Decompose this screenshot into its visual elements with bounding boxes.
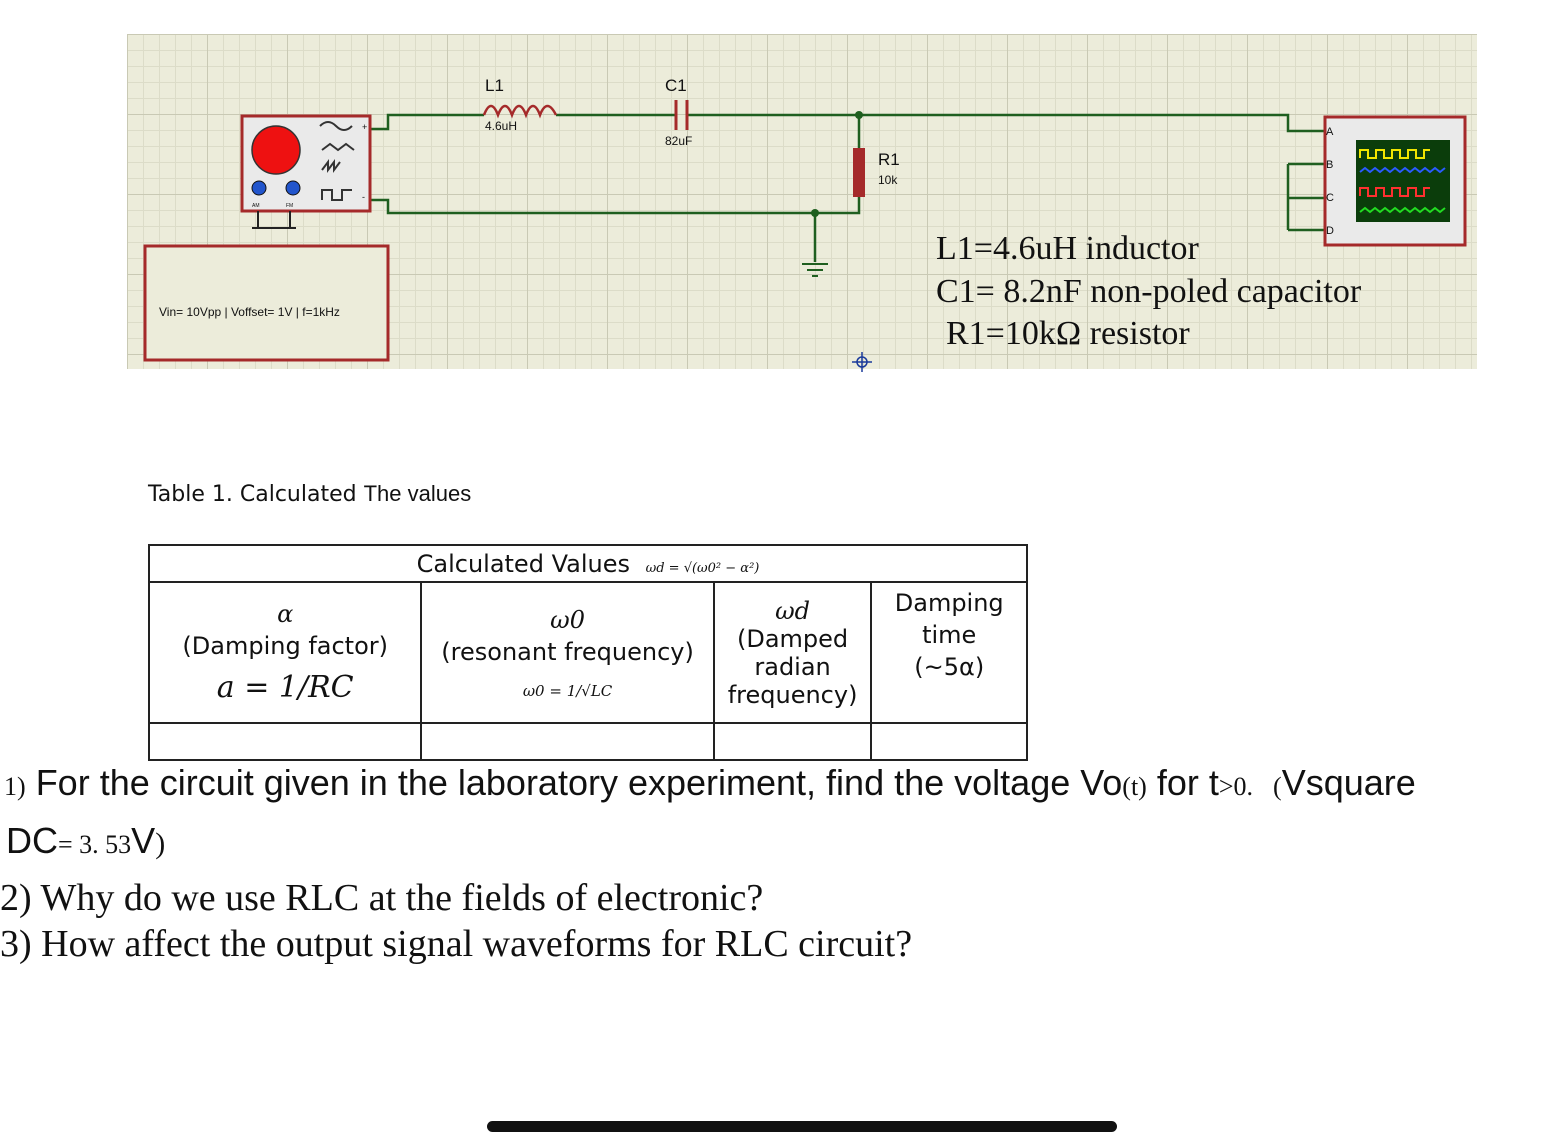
damping-line3: (~5α) [914, 653, 985, 681]
q1-t: (t) [1122, 772, 1147, 801]
l1-ref-label: L1 [485, 76, 504, 95]
note-inductor: L1=4.6uH inductor [936, 230, 1199, 267]
q1-gt: >0. [1218, 772, 1254, 801]
signal-generator[interactable] [240, 114, 372, 229]
q1-text-a: For the circuit given in the laboratory … [35, 762, 1123, 803]
channel-b-wave [1359, 166, 1446, 174]
schematic-drawing [143, 100, 1467, 372]
table-row [147, 722, 1028, 761]
waveform-selector-icon [319, 121, 355, 201]
column-damping-time: Damping time (~5α) [870, 581, 1028, 724]
q1-eq: = 3. 53 [58, 830, 132, 859]
resistor-symbol[interactable] [853, 148, 865, 197]
table-cell[interactable] [147, 722, 423, 761]
crosshair-icon [852, 352, 872, 372]
am-label: AM [252, 203, 260, 209]
alpha-name: (Damping factor) [182, 632, 388, 660]
scope-channel-c: C [1326, 192, 1334, 204]
damping-line2: time [922, 621, 977, 649]
omegad-line1: (Damped [736, 624, 849, 653]
table-caption: Table 1. Calculated The values [148, 481, 471, 507]
channel-d-wave [1359, 206, 1446, 214]
q1-close: ) [155, 827, 166, 860]
column-alpha: α (Damping factor) a = 1/RC [147, 581, 423, 724]
q1-text-b: for t [1146, 762, 1219, 803]
generator-params-text: Vin= 10Vpp | Voffset= 1V | f=1kHz [159, 305, 340, 319]
generator-minus-label: - [362, 192, 365, 202]
channel-a-wave [1359, 149, 1430, 159]
fm-knob-icon[interactable] [285, 180, 301, 196]
c1-ref-label: C1 [665, 76, 687, 95]
channel-c-wave [1359, 187, 1430, 197]
table-header-row: Calculated Values ωd = √(ω0² − α²) [148, 544, 1028, 583]
calculated-values-table: Calculated Values ωd = √(ω0² − α²) α (Da… [147, 544, 1028, 761]
q1-v: V [131, 820, 156, 861]
scope-channel-b: B [1326, 159, 1334, 171]
inductor-symbol[interactable] [482, 104, 558, 119]
generator-knob-icon[interactable] [251, 125, 301, 175]
table-cell[interactable] [870, 722, 1028, 761]
header-formula: ωd = √(ω0² − α²) [645, 560, 760, 576]
omega0-formula: ω0 = 1/√LC [522, 681, 613, 700]
omegad-symbol: ωd [775, 596, 811, 625]
question-2: 2) Why do we use RLC at the fields of el… [0, 877, 764, 919]
note-capacitor: C1= 8.2nF non-poled capacitor [936, 273, 1362, 310]
c1-value-label: 82uF [665, 134, 693, 148]
table-caption-prefix: Table 1. Calculated [148, 482, 357, 507]
scope-channel-d: D [1326, 225, 1334, 237]
r1-value-label: 10k [878, 173, 898, 187]
generator-params-box [143, 244, 390, 362]
q1-number: 1) [4, 772, 26, 801]
junction-dot [855, 111, 863, 119]
alpha-symbol: α [277, 600, 294, 628]
column-omega0: ω0 (resonant frequency) ω0 = 1/√LC [420, 581, 715, 724]
r1-ref-label: R1 [878, 150, 900, 169]
question-1-line-2: DC= 3. 53V) [6, 820, 165, 862]
q1-vsquare: Vsquare [1281, 762, 1416, 803]
q1-paren: ( [1273, 772, 1282, 801]
home-indicator[interactable] [487, 1121, 1117, 1132]
ground-symbol [802, 263, 828, 277]
scope-channel-a: A [1326, 126, 1334, 138]
oscilloscope[interactable] [1323, 115, 1467, 247]
question-1-line-1: 1) For the circuit given in the laborato… [4, 762, 1416, 804]
omegad-line2: radian [754, 652, 831, 681]
table-cell[interactable] [712, 722, 873, 761]
note-resistor: R1=10kΩ resistor [946, 315, 1190, 352]
table-cell[interactable] [420, 722, 715, 761]
q1-dc: DC [6, 820, 58, 861]
generator-plus-label: + [362, 122, 368, 132]
omega0-name: (resonant frequency) [441, 637, 694, 666]
omega0-symbol: ω0 [550, 605, 585, 634]
column-omegad: ωd (Damped radian frequency) [712, 581, 873, 724]
damping-line1: Damping [894, 589, 1004, 617]
fm-label: FM [286, 203, 294, 209]
table-caption-suffix: The values [363, 481, 472, 506]
question-3: 3) How affect the output signal waveform… [0, 923, 913, 965]
am-knob-icon[interactable] [251, 180, 267, 196]
alpha-formula: a = 1/RC [216, 670, 354, 705]
table-header-title: Calculated Values [416, 549, 630, 578]
capacitor-symbol[interactable] [674, 100, 689, 130]
l1-value-label: 4.6uH [485, 119, 518, 133]
junction-dot [811, 209, 819, 217]
omegad-line3: frequency) [727, 680, 858, 709]
